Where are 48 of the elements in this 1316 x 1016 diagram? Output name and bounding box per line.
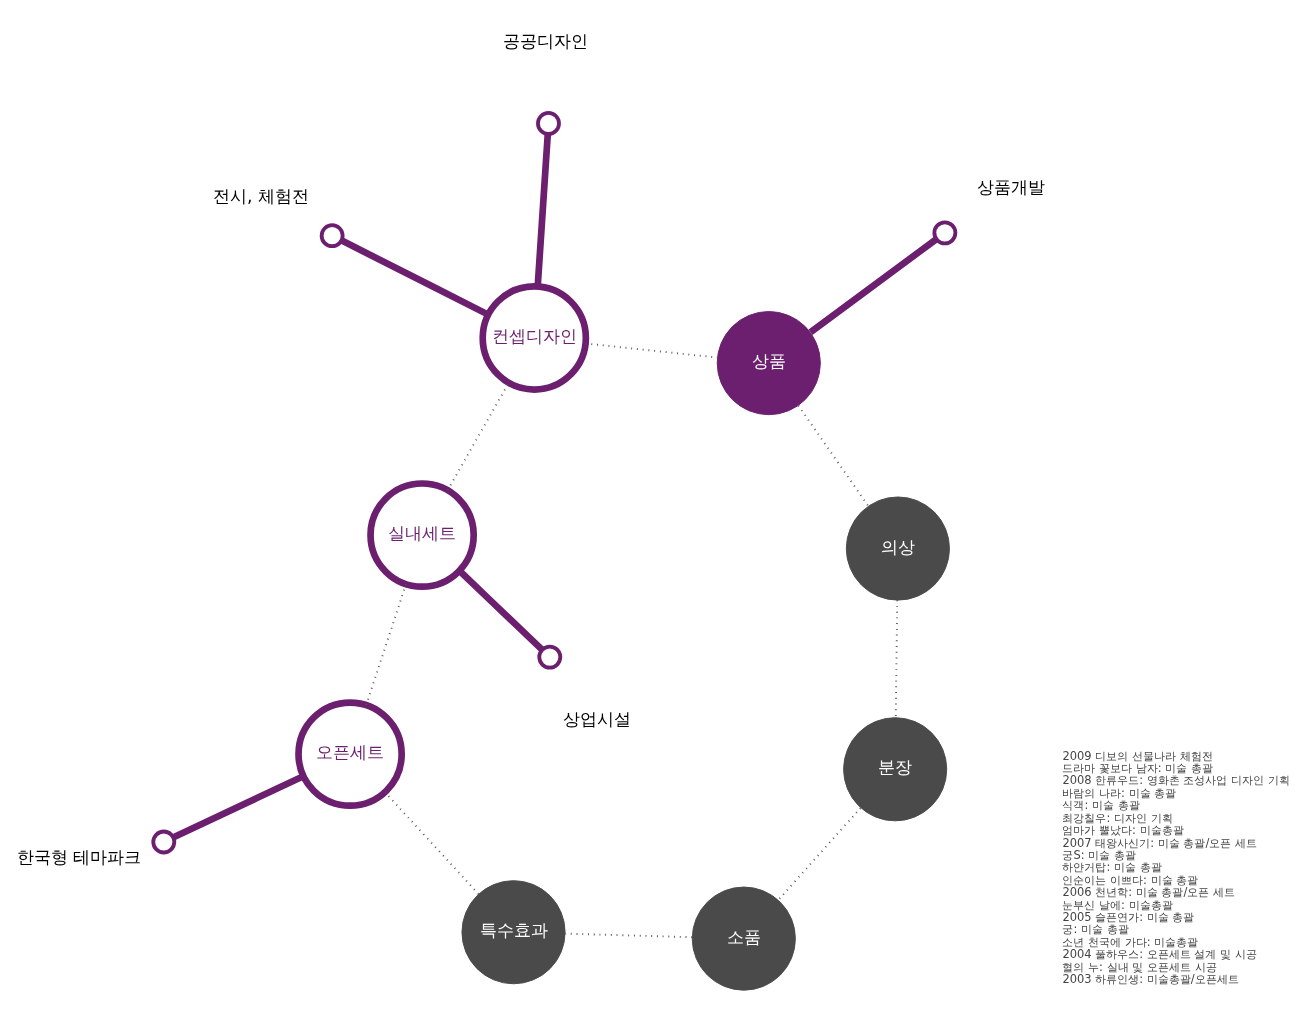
node-circle: 특수효과 [461, 880, 566, 985]
node-circle [319, 223, 345, 249]
label: 식객: 미술 총괄 [1062, 798, 1140, 813]
node-circle: 상품 [716, 311, 821, 416]
label: 드라마 꽃보다 남자: 미술 총괄 [1062, 761, 1213, 776]
label: 2006 천년학: 미술 총괄/오픈 세트 [1062, 885, 1235, 900]
node-label: 상품개발 [977, 177, 1046, 198]
node-circle: 소품 [691, 886, 796, 991]
connector [365, 583, 407, 706]
connector [534, 133, 552, 287]
node-circle [932, 220, 958, 246]
node-circle: 실내세트 [367, 480, 478, 590]
label: 소년 천국에 가다: 미술총괄 [1062, 934, 1199, 949]
connector [457, 568, 545, 653]
node-circle: 분장 [843, 717, 948, 822]
label: 바람의 나라: 미술 총괄 [1062, 785, 1177, 800]
node-circle [537, 644, 563, 670]
label: 엄마가 뿔났다: 미술총괄 [1062, 823, 1184, 838]
node-label: 상업시설 [563, 708, 632, 729]
label: 2007 태왕사신기: 미술 총괄/오픈 세트 [1062, 835, 1257, 850]
node-label: 공공디자인 [502, 31, 588, 52]
node-circle [151, 829, 177, 855]
node-circle: 의상 [845, 496, 950, 601]
connector [340, 237, 490, 318]
node-circle: 컨셉디자인 [479, 283, 590, 393]
label: 2008 한류우드: 영화촌 조성사업 디자인 기획 [1062, 773, 1290, 788]
node-label: 전시, 체험전 [213, 185, 309, 206]
connector [808, 236, 939, 335]
connector [797, 404, 870, 508]
label: 혈의 누: 실내 및 오픈세트 시공 [1062, 959, 1217, 974]
node-circle [536, 111, 561, 136]
label: 하얀거탑: 미술 총괄 [1062, 860, 1162, 875]
label: 눈부신 날에: 미술총괄 [1062, 897, 1173, 912]
label: 2009 디보의 선물나라 체험전 [1062, 748, 1213, 763]
connector [384, 791, 480, 895]
label: 2003 하류인생: 미술총괄/오픈세트 [1062, 972, 1239, 987]
node-label: 한국형 테마파크 [16, 847, 142, 868]
connector [894, 599, 899, 719]
connector [777, 807, 862, 901]
node-circle: 오픈세트 [295, 699, 405, 810]
label: 궁: 미술 총괄 [1062, 922, 1129, 937]
label: 최강칠우: 디자인 기획 [1062, 810, 1173, 825]
label: 2005 슬픈연가: 미술 총괄 [1062, 910, 1195, 925]
connector [172, 773, 305, 841]
label: 인순이는 이쁘다: 미술 총괄 [1062, 872, 1199, 887]
connector [446, 382, 510, 492]
connector [564, 932, 694, 939]
label: 2004 풀하우스: 오픈세트 설계 및 시공 [1062, 947, 1257, 962]
